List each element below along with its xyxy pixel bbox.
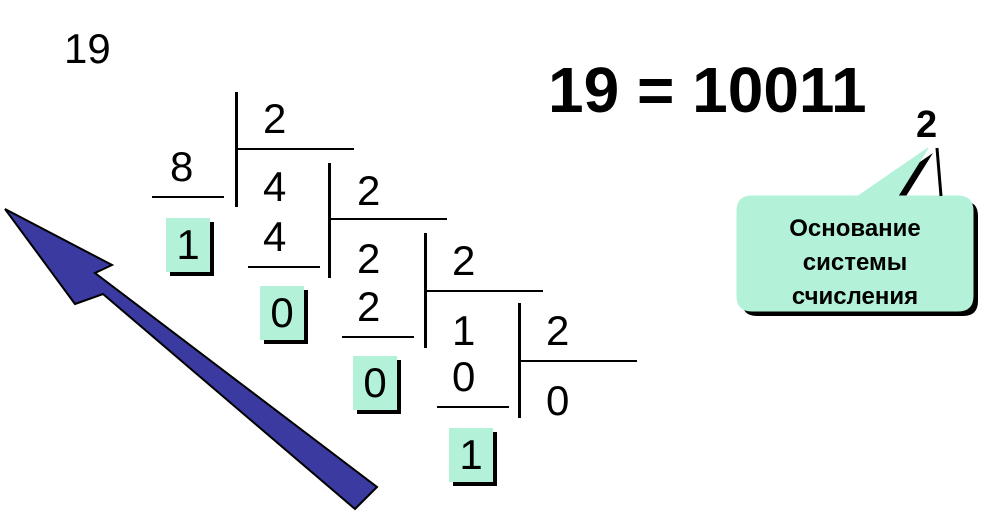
quotient: 0 [546,377,570,424]
quotient: 1 [452,307,476,354]
base-subscript: 2 [916,104,938,146]
callout-label: Основание системы счисления [789,215,921,310]
division-bar-horizontal [425,290,543,292]
remainder-box: 1 [166,218,210,272]
quotient: 4 [263,163,287,210]
dividend-number: 19 [64,25,111,72]
division-bar-horizontal [236,148,354,150]
divisor: 2 [452,237,476,284]
product: 8 [170,143,194,190]
product: 2 [357,283,381,330]
quotient: 2 [357,235,381,282]
subtraction-line [248,266,320,268]
division-bar-horizontal [519,360,637,362]
remainder-box: 1 [449,428,493,482]
binary-result: 19 = 10011 [548,54,867,126]
remainder-box: 0 [260,286,304,340]
subtraction-line [342,336,414,338]
product: 4 [263,213,287,260]
subtraction-line [152,196,224,198]
divisor: 2 [263,95,287,142]
remainder-box: 0 [353,356,397,410]
subtraction-line [437,406,509,408]
division-bar-horizontal [329,218,447,220]
divisor: 2 [546,307,570,354]
divisor: 2 [357,167,381,214]
product: 0 [452,353,476,400]
callout-bubble [736,147,974,312]
division-bar-vertical [328,163,331,278]
